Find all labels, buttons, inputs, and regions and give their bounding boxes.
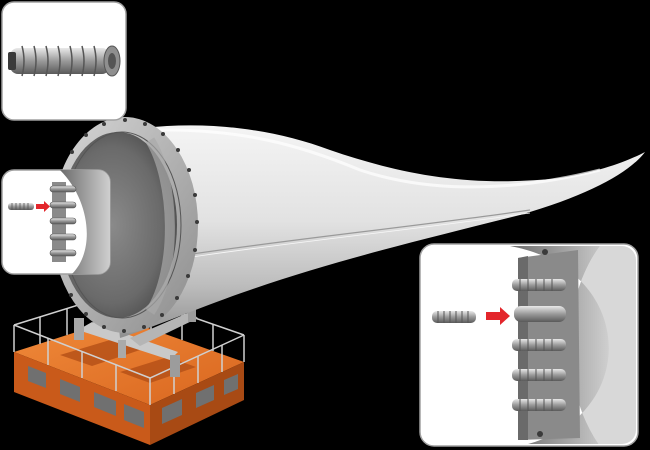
red-arrow-icon bbox=[486, 307, 510, 325]
platform-windows bbox=[28, 366, 238, 428]
callout-bolt-detail bbox=[1, 1, 127, 121]
callout-insert-large bbox=[419, 243, 639, 447]
threaded-bolt-icon bbox=[8, 203, 34, 210]
threaded-bolt-icon bbox=[432, 311, 476, 323]
red-arrow-icon bbox=[36, 201, 50, 212]
wind-turbine-blade bbox=[52, 117, 645, 338]
installed-bolts bbox=[512, 279, 566, 411]
callout-insert-small bbox=[1, 169, 111, 275]
installed-bolts bbox=[49, 185, 77, 257]
threaded-bolt-icon bbox=[8, 45, 121, 77]
